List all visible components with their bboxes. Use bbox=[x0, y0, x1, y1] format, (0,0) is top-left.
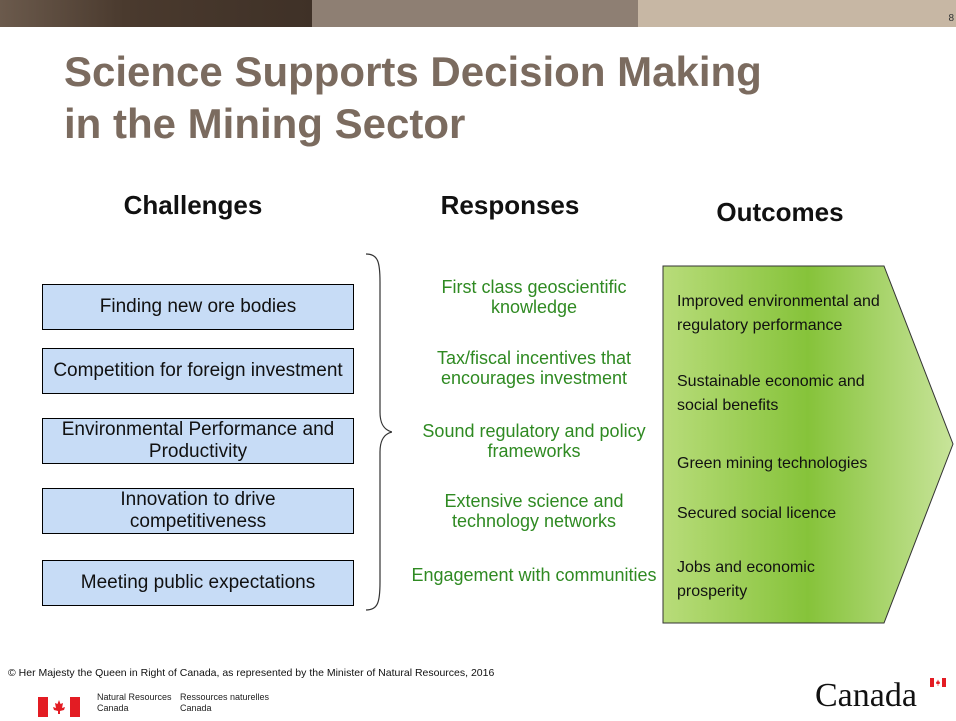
top-bar-segment-dark bbox=[0, 0, 312, 27]
response-text: Engagement with communities bbox=[411, 565, 657, 585]
dept-fr-line-1: Ressources naturelles bbox=[180, 692, 270, 702]
challenge-box: Innovation to drive competitiveness bbox=[42, 488, 354, 534]
challenge-box: Competition for foreign investment bbox=[42, 348, 354, 394]
copyright-notice: © Her Majesty the Queen in Right of Cana… bbox=[8, 667, 495, 679]
slide-title: Science Supports Decision Making in the … bbox=[64, 46, 914, 150]
canada-wordmark: Canada bbox=[815, 677, 917, 714]
challenge-box: Meeting public expectations bbox=[42, 560, 354, 606]
outcome-text: Jobs and economic prosperity bbox=[677, 559, 815, 600]
outcomes-arrow-shape bbox=[662, 265, 954, 624]
dept-en-line-1: Natural Resources bbox=[97, 692, 172, 702]
top-color-bar bbox=[0, 0, 956, 27]
canada-flag-icon bbox=[38, 697, 80, 717]
challenge-box: Finding new ore bodies bbox=[42, 284, 354, 330]
outcome-text: Green mining technologies bbox=[677, 455, 868, 472]
response-text: Extensive science and technology network… bbox=[444, 491, 624, 531]
department-name-fr: Ressources naturelles Canada bbox=[180, 692, 269, 714]
challenge-box: Environmental Performance and Productivi… bbox=[42, 418, 354, 464]
wordmark-flag-icon bbox=[930, 678, 946, 687]
top-bar-segment-light bbox=[638, 0, 956, 27]
top-bar-segment-mid bbox=[312, 0, 638, 27]
slide-title-line-2: in the Mining Sector bbox=[64, 100, 466, 147]
dept-en-line-2: Canada bbox=[97, 703, 129, 713]
outcomes-heading: Outcomes bbox=[716, 197, 844, 227]
outcome-text: Secured social licence bbox=[677, 505, 837, 522]
outcome-text: Sustainable economic and social benefits bbox=[677, 373, 865, 414]
right-brace-icon bbox=[365, 253, 392, 611]
response-text: Sound regulatory and policy frameworks bbox=[422, 421, 646, 461]
dept-fr-line-2: Canada bbox=[180, 703, 212, 713]
challenges-heading: Challenges bbox=[123, 190, 263, 220]
responses-heading: Responses bbox=[440, 190, 580, 220]
response-text: First class geoscientific knowledge bbox=[441, 277, 627, 317]
response-text: Tax/fiscal incentives that encourages in… bbox=[436, 348, 632, 388]
slide-number: 8 bbox=[948, 13, 954, 24]
department-name-en: Natural Resources Canada bbox=[97, 692, 172, 714]
outcome-text: Improved environmental and regulatory pe… bbox=[677, 293, 880, 334]
slide-title-line-1: Science Supports Decision Making bbox=[64, 48, 762, 95]
